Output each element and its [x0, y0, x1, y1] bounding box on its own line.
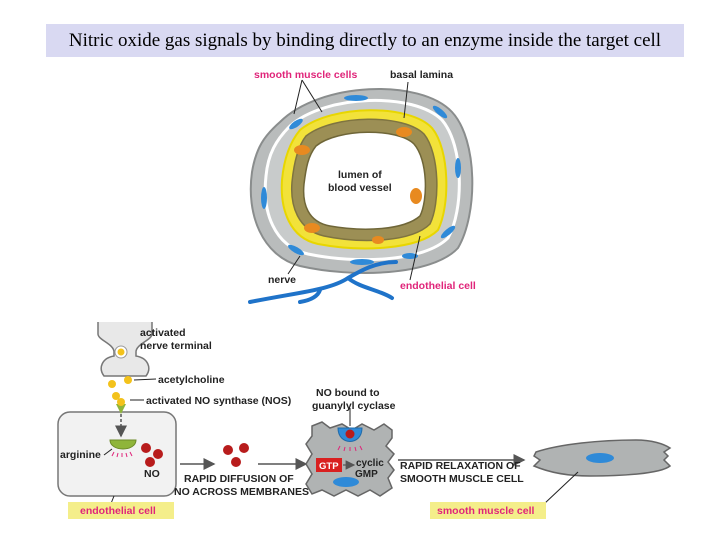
label-lumen-line1: lumen of [338, 169, 382, 181]
signaling-pathway: activated nerve terminal acetylcholine a… [57, 322, 672, 519]
slide-title: Nitric oxide gas signals by binding dire… [46, 24, 684, 57]
muscle-nucleus [432, 105, 448, 119]
label-rapid-relaxation-line2: SMOOTH MUSCLE CELL [400, 473, 524, 485]
acetylcholine-molecule [124, 376, 132, 384]
label-no-bound-line1: NO bound to [316, 387, 380, 399]
endothelial-nucleus [396, 127, 412, 137]
bound-no [345, 429, 355, 439]
label-smooth-muscle-cells: smooth muscle cells [254, 69, 357, 81]
label-cyclic: cyclic [356, 458, 384, 469]
label-gtp: GTP [319, 461, 339, 472]
diffusing-no [231, 457, 241, 467]
cyclase-activity-marks [337, 445, 363, 452]
smooth-muscle-cell-label-box [430, 502, 546, 519]
acetylcholine-molecule [112, 392, 120, 400]
no-molecule [141, 443, 151, 453]
lumen [302, 131, 427, 230]
muscle-nucleus [289, 118, 303, 130]
label-no-bound-line2: guanylyl cyclase [312, 400, 396, 412]
label-basal-lamina: basal lamina [390, 69, 453, 81]
label-activated-nos: activated NO synthase (NOS) [146, 395, 291, 407]
no-molecule [153, 449, 163, 459]
label-endothelial-cell-top: endothelial cell [400, 280, 476, 292]
label-nerve-terminal-line2: nerve terminal [140, 340, 212, 352]
no-molecule [145, 457, 155, 467]
nerve-fiber [248, 260, 398, 304]
label-rapid-relaxation-line1: RAPID RELAXATION OF [400, 460, 521, 472]
muscle-nucleus [350, 259, 374, 265]
bound-acetylcholine [117, 398, 125, 406]
endothelial-nucleus [294, 145, 310, 155]
muscle-nucleus-relaxed [586, 453, 614, 463]
gtp-box [316, 458, 342, 472]
label-arginine: arginine [60, 449, 101, 461]
enzyme-activity-marks [111, 451, 133, 458]
diffusing-no [223, 445, 233, 455]
label-rapid-diffusion-line1: RAPID DIFFUSION OF [184, 473, 294, 485]
endothelial-nucleus [372, 236, 384, 244]
label-lumen-line2: blood vessel [328, 182, 392, 194]
label-no: NO [144, 468, 160, 480]
endothelial-cell-label-box [68, 502, 174, 519]
endothelial-nucleus [410, 188, 422, 204]
label-gmp: GMP [355, 469, 378, 480]
label-activated-line1: activated [140, 327, 186, 339]
muscle-nucleus [440, 225, 456, 239]
diffusing-no [239, 443, 249, 453]
endothelial-cell-body [57, 411, 177, 497]
smooth-muscle-cell-contracted [305, 421, 395, 497]
label-endothelial-cell-bottom: endothelial cell [80, 505, 156, 517]
endothelial-nucleus [304, 223, 320, 233]
no-synthase [109, 439, 137, 450]
muscle-nucleus [344, 95, 368, 101]
label-rapid-diffusion-line2: NO ACROSS MEMBRANES [174, 486, 309, 498]
muscle-nucleus [455, 158, 461, 178]
acetylcholine-molecule [108, 380, 116, 388]
receptor [116, 404, 126, 414]
label-nerve: nerve [268, 274, 296, 286]
muscle-nucleus [261, 187, 267, 209]
muscle-nucleus-contracted [333, 477, 359, 487]
label-acetylcholine: acetylcholine [158, 374, 225, 386]
blood-vessel-cross-section: smooth muscle cells basal lamina lumen o… [248, 69, 476, 304]
muscle-nucleus [288, 244, 304, 256]
acetylcholine-in-vesicle [117, 348, 125, 356]
label-smooth-muscle-cell-bottom: smooth muscle cell [437, 505, 535, 517]
muscle-nucleus [402, 253, 418, 259]
